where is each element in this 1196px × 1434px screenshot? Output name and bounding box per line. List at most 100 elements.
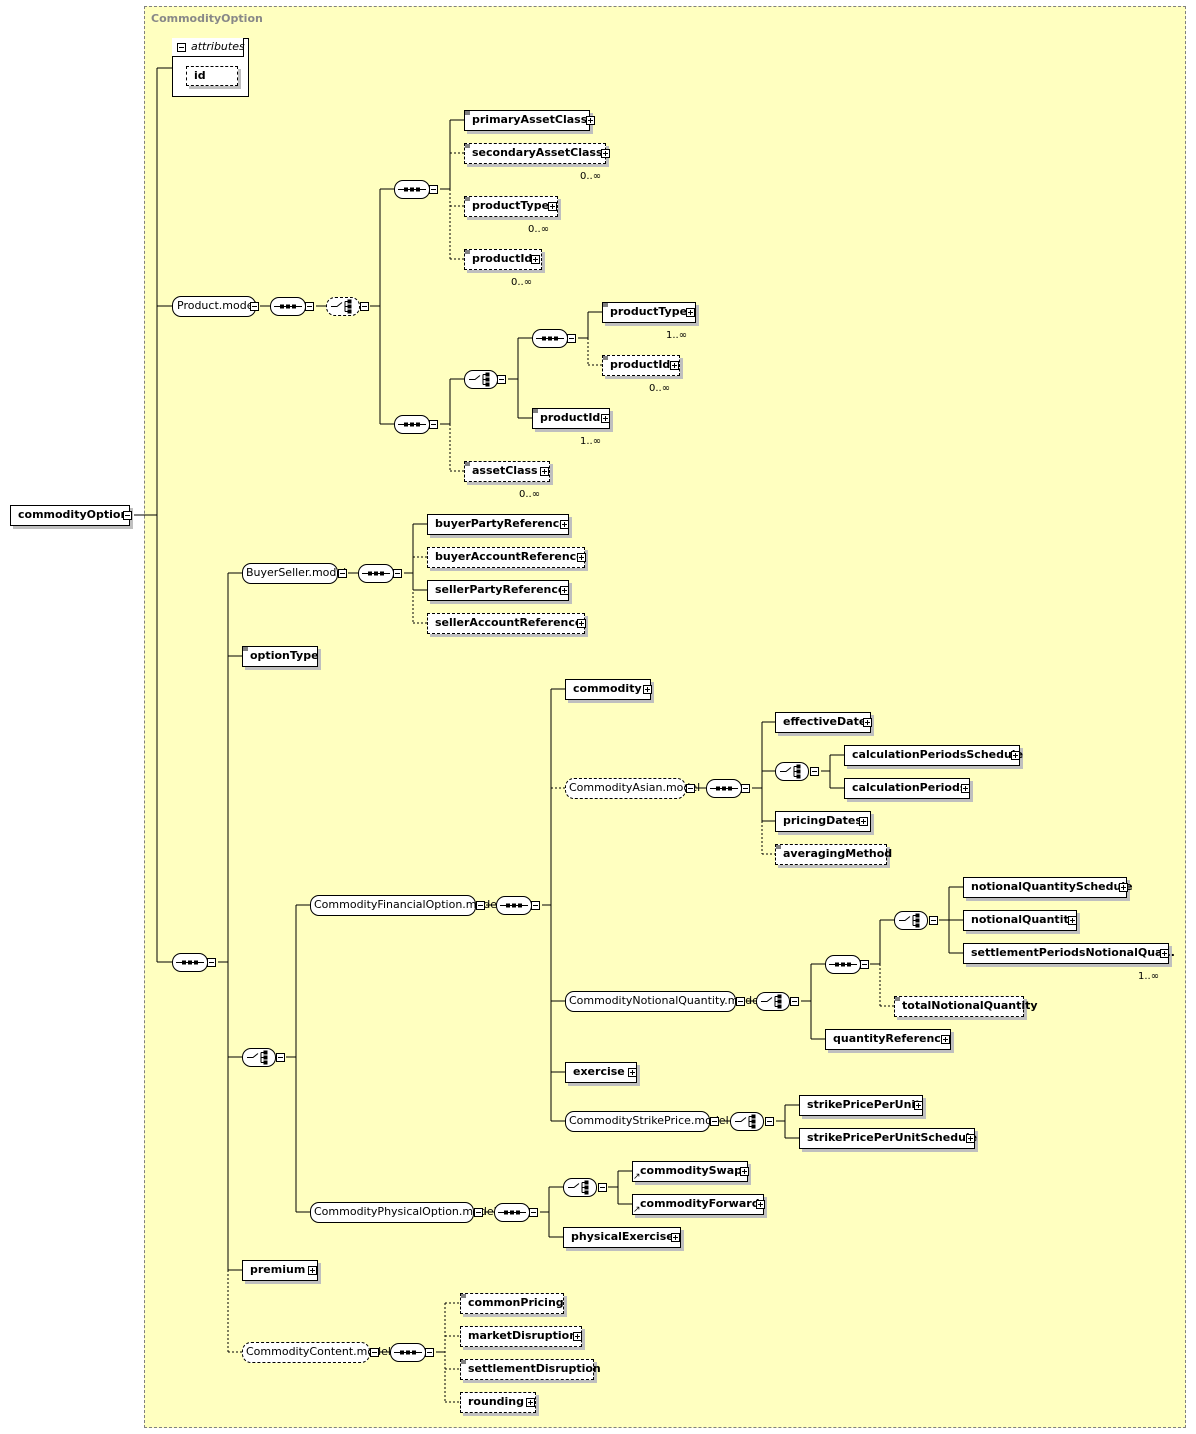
choice-1-toggle[interactable] — [497, 375, 506, 384]
physicaloption-choice-toggle[interactable] — [598, 1183, 607, 1192]
notionalquantity-sequence[interactable] — [825, 955, 861, 974]
asian-sequence[interactable] — [706, 779, 742, 798]
element-assetClass[interactable] — [464, 461, 550, 482]
buyerPartyReference-expand[interactable] — [560, 520, 569, 529]
financialoption-sequence[interactable] — [496, 896, 532, 915]
buyerseller-sequence-toggle[interactable] — [393, 569, 402, 578]
primaryAssetClass-expand[interactable] — [586, 116, 595, 125]
commoditySwap-expand[interactable] — [740, 1167, 749, 1176]
element-optionType[interactable] — [242, 646, 318, 667]
sequence-3-toggle[interactable] — [567, 334, 576, 343]
sellerAccountReference-expand[interactable] — [577, 619, 586, 628]
element-commonPricing[interactable] — [460, 1293, 564, 1314]
choice-1[interactable] — [464, 370, 498, 389]
element-premium[interactable] — [242, 1260, 318, 1281]
calculationPeriods-expand[interactable] — [961, 784, 970, 793]
main-sequence-toggle[interactable] — [207, 958, 216, 967]
productId-1-expand[interactable] — [531, 255, 540, 264]
quantityReference-expand[interactable] — [941, 1035, 950, 1044]
content-sequence-toggle[interactable] — [425, 1348, 434, 1357]
element-pricingDates[interactable] — [775, 811, 871, 832]
sequence-3[interactable] — [532, 329, 568, 348]
asian-model-box[interactable] — [565, 778, 686, 799]
product-sequence[interactable] — [270, 297, 306, 316]
asian-sequence-toggle[interactable] — [741, 784, 750, 793]
element-productType-2[interactable] — [602, 302, 696, 323]
strikeprice-choice[interactable] — [730, 1112, 764, 1131]
asian-choice-toggle[interactable] — [810, 767, 819, 776]
notionalquantity-inner-choice[interactable] — [894, 911, 928, 930]
productId-2-expand[interactable] — [670, 361, 679, 370]
physicaloption-sequence[interactable] — [494, 1203, 530, 1222]
physicaloption-sequence-toggle[interactable] — [529, 1208, 538, 1217]
rounding-expand[interactable] — [526, 1398, 535, 1407]
buyerseller-sequence[interactable] — [358, 564, 394, 583]
notionalquantity-model-box[interactable] — [565, 991, 736, 1012]
buyerAccountReference-expand[interactable] — [577, 553, 586, 562]
commodityForward-expand[interactable] — [756, 1200, 765, 1209]
element-productId-1[interactable] — [464, 249, 542, 270]
element-physicalExercise[interactable] — [563, 1227, 681, 1248]
element-rounding[interactable] — [460, 1392, 536, 1413]
strikeprice-model-toggle[interactable] — [710, 1117, 719, 1126]
pricingDates-expand[interactable] — [859, 817, 868, 826]
content-model-toggle[interactable] — [370, 1348, 379, 1357]
settlementPeriodsNotionalQuantity-expand[interactable] — [1160, 949, 1169, 958]
physicaloption-model-toggle[interactable] — [474, 1208, 483, 1217]
option-choice-toggle[interactable] — [276, 1053, 285, 1062]
element-productId-2[interactable] — [602, 355, 680, 376]
asian-model-toggle[interactable] — [686, 784, 695, 793]
notionalquantity-sequence-toggle[interactable] — [860, 960, 869, 969]
productId-3-expand[interactable] — [601, 414, 610, 423]
exercise-expand[interactable] — [628, 1068, 637, 1077]
financialoption-sequence-toggle[interactable] — [531, 901, 540, 910]
notionalquantity-choice[interactable] — [756, 992, 790, 1011]
sequence-2-toggle[interactable] — [429, 420, 438, 429]
option-choice[interactable] — [242, 1048, 276, 1067]
productType-1-expand[interactable] — [548, 202, 557, 211]
physicaloption-choice[interactable] — [563, 1178, 597, 1197]
notionalQuantity-expand[interactable] — [1068, 916, 1077, 925]
sequence-1[interactable] — [394, 180, 430, 199]
physicalExercise-expand[interactable] — [671, 1233, 680, 1242]
assetClass-expand[interactable] — [540, 467, 549, 476]
sellerPartyReference-expand[interactable] — [560, 586, 569, 595]
sequence-1-toggle[interactable] — [429, 185, 438, 194]
element-totalNotionalQuantity[interactable] — [894, 996, 1024, 1017]
element-quantityReference[interactable] — [825, 1029, 951, 1050]
product-choice[interactable] — [326, 297, 360, 316]
secondaryAssetClass-expand[interactable] — [601, 149, 610, 158]
financialoption-model-box[interactable] — [310, 895, 476, 916]
buyerseller-model-box[interactable] — [242, 563, 338, 584]
product-choice-toggle[interactable] — [360, 302, 369, 311]
product-model-toggle[interactable] — [250, 302, 259, 311]
element-averagingMethod[interactable] — [775, 844, 887, 865]
commodity-expand[interactable] — [643, 685, 652, 694]
asian-choice[interactable] — [775, 762, 809, 781]
content-model-box[interactable] — [242, 1342, 370, 1363]
marketDisruption-expand[interactable] — [573, 1332, 582, 1341]
notionalquantity-inner-choice-toggle[interactable] — [929, 916, 938, 925]
element-settlementDisruption[interactable] — [460, 1359, 594, 1380]
physicaloption-model-box[interactable] — [310, 1202, 474, 1223]
notionalquantity-model-toggle[interactable] — [736, 997, 745, 1006]
notionalquantity-choice-toggle[interactable] — [790, 997, 799, 1006]
root-toggle[interactable] — [123, 511, 132, 520]
product-sequence-toggle[interactable] — [305, 302, 314, 311]
strikeprice-model-box[interactable] — [565, 1111, 710, 1132]
financialoption-model-toggle[interactable] — [476, 901, 485, 910]
productType-2-expand[interactable] — [686, 308, 695, 317]
content-sequence[interactable] — [390, 1343, 426, 1362]
effectiveDate-expand[interactable] — [863, 718, 872, 727]
buyerseller-model-toggle[interactable] — [338, 569, 347, 578]
element-productType-1[interactable] — [464, 196, 558, 217]
notionalQuantitySchedule-expand[interactable] — [1119, 883, 1128, 892]
attributes-toggle[interactable] — [177, 43, 186, 52]
strikePricePerUnitSchedule-expand[interactable] — [966, 1134, 975, 1143]
calculationPeriodsSchedule-expand[interactable] — [1011, 751, 1020, 760]
sequence-2[interactable] — [394, 415, 430, 434]
strikePricePerUnit-expand[interactable] — [914, 1101, 923, 1110]
strikeprice-choice-toggle[interactable] — [765, 1117, 774, 1126]
premium-expand[interactable] — [308, 1266, 317, 1275]
main-sequence[interactable] — [172, 953, 208, 972]
